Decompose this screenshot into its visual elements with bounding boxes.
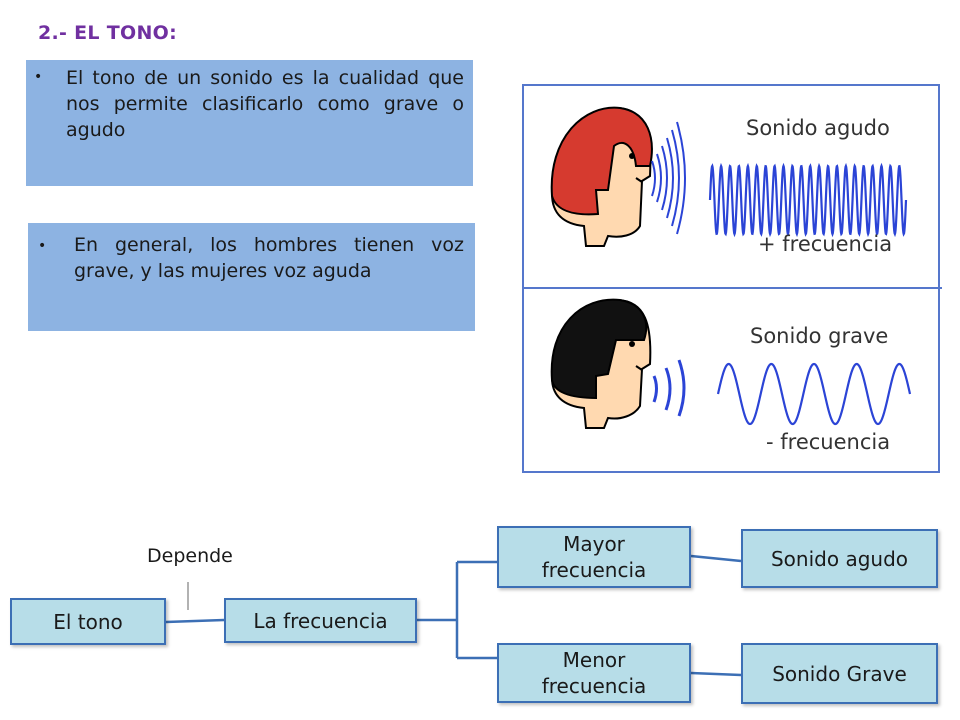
- high-frequency-wave: [708, 162, 908, 238]
- illustration-graphic: [524, 106, 942, 429]
- emission-arcs-low-icon: [652, 359, 686, 417]
- node-mayor-frecuencia: Mayor frecuencia: [497, 526, 691, 588]
- bullet-box-definition: • El tono de un sonido es la cualidad qu…: [26, 60, 473, 186]
- label-low-sound: Sonido grave: [750, 324, 889, 348]
- low-frequency-wave: [716, 362, 912, 426]
- node-la-frecuencia: La frecuencia: [224, 598, 417, 643]
- node-menor-frecuencia: Menor frecuencia: [497, 643, 691, 703]
- connector-low-result: [690, 671, 742, 677]
- pitch-illustration: Sonido agudo + frecuencia Sonido grave -…: [522, 84, 942, 473]
- node-el-tono: El tono: [10, 598, 166, 645]
- bullet-text-gender: En general, los hombres tienen voz grave…: [74, 234, 464, 282]
- bullet-box-gender: • En general, los hombres tienen voz gra…: [28, 223, 475, 331]
- node-sonido-grave: Sonido Grave: [741, 643, 938, 704]
- caption-high-frequency: + frecuencia: [758, 232, 893, 256]
- female-head-icon: [550, 106, 653, 247]
- bullet-dot: •: [38, 238, 47, 254]
- label-high-sound: Sonido agudo: [746, 116, 890, 140]
- caption-low-frequency: - frecuencia: [766, 430, 891, 454]
- node-sonido-agudo: Sonido agudo: [741, 529, 938, 588]
- connector-high-result: [690, 554, 742, 563]
- edge-label-depende: Depende: [147, 545, 233, 567]
- bullet-dot: •: [34, 69, 43, 85]
- emission-arcs-high-icon: [651, 121, 686, 235]
- connector-root-middle: [165, 618, 225, 624]
- male-head-icon: [550, 298, 652, 429]
- section-title: 2.- EL TONO:: [38, 22, 178, 44]
- bullet-text-definition: El tono de un sonido es la cualidad que …: [66, 67, 464, 141]
